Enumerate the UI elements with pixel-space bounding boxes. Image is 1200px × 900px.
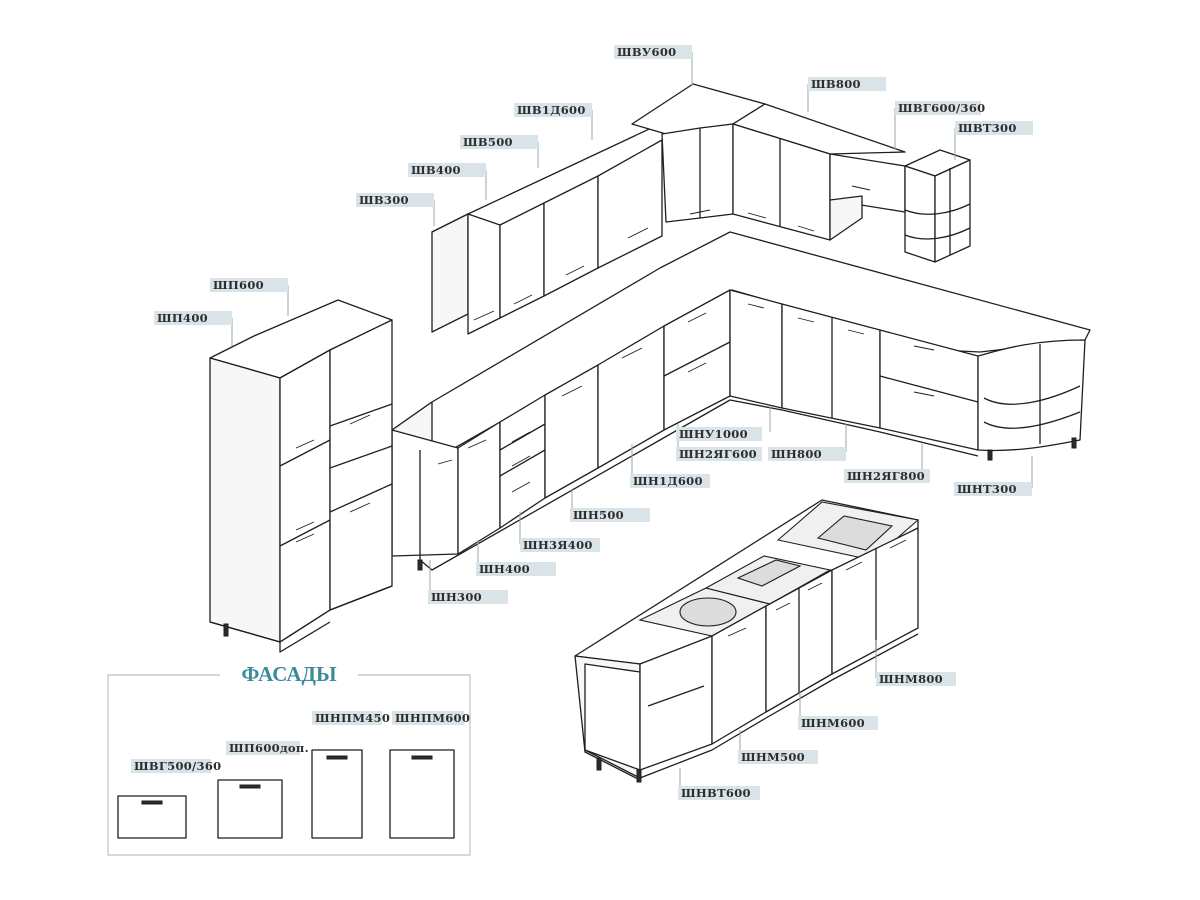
module-labels: ШВУ600 ШВ800 ШВГ600/360 ШВТ300 ШВ1Д600 Ш… [154,45,1033,800]
base-foot [1071,437,1077,449]
cabinet-shvu600-front [661,123,734,223]
cabinet-shv300-side [431,213,469,333]
label-shnm800: ШНМ800 [879,672,943,686]
facade-handle [239,784,261,789]
label-shnu1000: ШНУ1000 [679,427,748,441]
cabinet-shnu1000-front [729,289,783,409]
cabinet-shv300-front [467,213,501,335]
label-shvt300: ШВТ300 [958,121,1017,135]
facades-panel: ФАСАДЫ ШВГ500/360 ШП600доп. ШНПМ450 ШНПМ… [107,662,471,856]
facades-frame [107,674,471,856]
label-shn2yag600: ШН2ЯГ600 [679,447,757,461]
label-shv500: ШВ500 [463,135,513,149]
label-shn400: ШН400 [479,562,530,576]
island [574,499,920,783]
label-shn800: ШН800 [771,447,822,461]
large-sink-bowl [816,515,894,551]
tall-cabinets [209,299,393,653]
cabinet-shnm800-front [831,527,919,675]
small-sink-bowl [736,559,802,587]
label-shv800: ШВ800 [811,77,861,91]
cabinet-shn300-end [391,429,459,557]
label-shv400: ШВ400 [411,163,461,177]
label-shnvt600: ШНВТ600 [681,786,751,800]
label-shnt300: ШНТ300 [957,482,1017,496]
label-shv1d600: ШВ1Д600 [517,103,586,117]
island-foot [636,769,642,783]
label-shnm500: ШНМ500 [741,750,805,764]
cabinet-shv1d600-front [597,139,663,269]
base-foot [987,449,993,461]
label-shvu600: ШВУ600 [617,45,676,59]
facade-handle [141,800,163,805]
label-shn3ya400: ШН3Я400 [523,538,593,552]
tall-shp400-side [209,357,281,643]
base-foot [417,559,423,571]
label-shp400: ШП400 [157,311,208,325]
facade-shp600dop [217,779,283,839]
label-shnm600: ШНМ600 [801,716,865,730]
facades-title: ФАСАДЫ [241,662,337,686]
base-cabinets [391,231,1091,571]
label-shp600: ШП600 [213,278,264,292]
label-shn300: ШН300 [431,590,482,604]
facade-handle [326,755,348,760]
cabinet-shvg600-360-side [829,195,863,241]
label-shnpm600: ШНПМ600 [395,711,470,725]
label-shp600dop: ШП600доп. [229,741,309,755]
label-shvg500-360: ШВГ500/360 [134,759,221,773]
round-sink-bowl [679,597,737,627]
island-foot [596,757,602,771]
label-shv300: ШВ300 [359,193,409,207]
cabinet-shnt300-shelves [977,339,1086,452]
label-shn500: ШН500 [573,508,624,522]
tall-shp400-front [279,349,331,643]
label-shvg600-360: ШВГ600/360 [898,101,985,115]
tall-foot [223,623,229,637]
label-shn1d600: ШН1Д600 [633,474,703,488]
facade-shnpm600 [389,749,455,839]
label-shnpm450: ШНПМ450 [315,711,390,725]
label-shn2yag800: ШН2ЯГ800 [847,469,925,483]
facade-handle [411,755,433,760]
upper-cabinets [431,83,971,335]
facade-shnpm450 [311,749,363,839]
